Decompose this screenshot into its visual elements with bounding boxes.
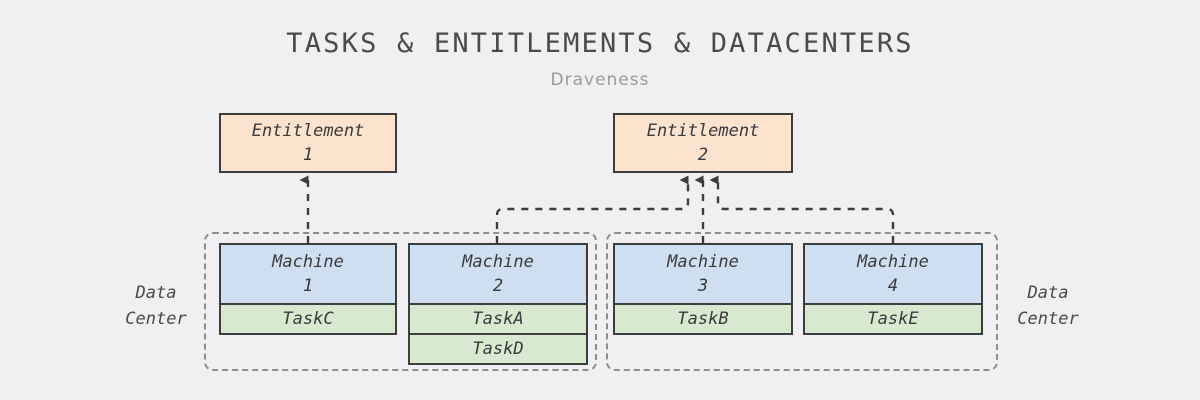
entitlement-box-2[interactable]: Entitlement 2 (613, 113, 793, 173)
datacenter-label-left-line2: Center (125, 308, 187, 329)
datacenter-label-right-line1: Data (1027, 283, 1069, 303)
machine-4-index: 4 (887, 276, 899, 296)
machine-1-name: Machine (272, 251, 344, 272)
machine-card-3[interactable]: Machine 3 TaskB (613, 243, 793, 335)
machine-2-task-0[interactable]: TaskA (410, 303, 586, 333)
machine-2-task-1[interactable]: TaskD (410, 333, 586, 363)
machine-2-name: Machine (462, 251, 534, 272)
machine-card-1[interactable]: Machine 1 TaskC (219, 243, 397, 335)
page-subtitle: Draveness (550, 70, 650, 90)
machine-2-header: Machine 2 (410, 245, 586, 303)
machine-1-header: Machine 1 (221, 245, 395, 303)
datacenter-label-left-line1: Data (135, 283, 177, 303)
page-title: TASKS & ENTITLEMENTS & DATACENTERS (286, 28, 914, 59)
datacenter-label-right: Data Center (1002, 281, 1094, 332)
datacenter-container-1[interactable] (204, 232, 597, 371)
entitlement-1-name: Entitlement (251, 120, 365, 141)
entitlement-2-name: Entitlement (646, 120, 760, 141)
machine-3-index: 3 (697, 276, 709, 296)
machine-1-index: 1 (302, 276, 314, 296)
machine-1-task-0[interactable]: TaskC (221, 303, 395, 333)
machine-4-task-0[interactable]: TaskE (805, 303, 981, 333)
datacenter-label-left: Data Center (110, 281, 202, 332)
machine-2-index: 2 (492, 276, 504, 296)
machine-3-name: Machine (667, 251, 739, 272)
machine-card-2[interactable]: Machine 2 TaskA TaskD (408, 243, 588, 365)
datacenter-container-2[interactable] (606, 232, 998, 371)
machine-4-name: Machine (857, 251, 929, 272)
machine-3-header: Machine 3 (615, 245, 791, 303)
machine-3-task-0[interactable]: TaskB (615, 303, 791, 333)
machine-card-4[interactable]: Machine 4 TaskE (803, 243, 983, 335)
entitlement-box-1[interactable]: Entitlement 1 (219, 113, 397, 173)
entitlement-1-index: 1 (302, 145, 314, 165)
entitlement-2-index: 2 (697, 145, 709, 165)
machine-4-header: Machine 4 (805, 245, 981, 303)
datacenter-label-right-line2: Center (1017, 308, 1079, 329)
